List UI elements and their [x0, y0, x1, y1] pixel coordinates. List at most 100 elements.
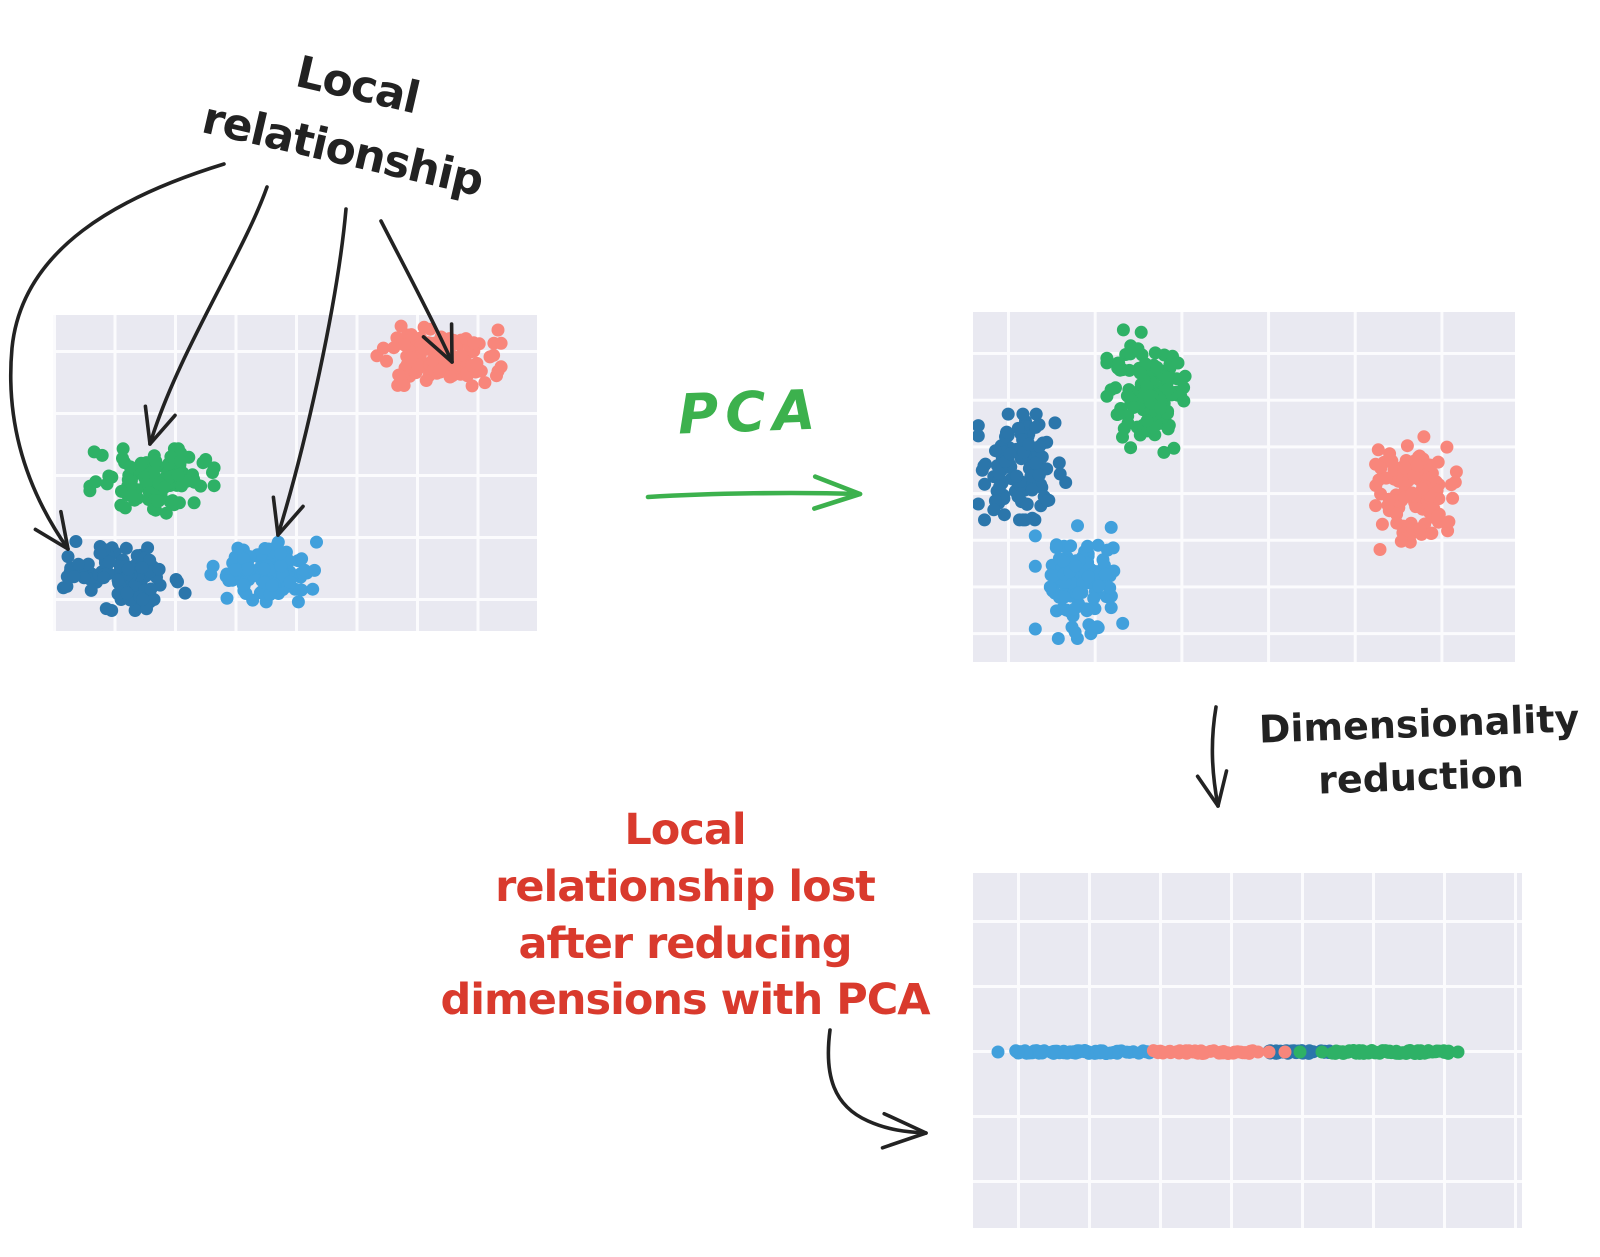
- data-point: [119, 541, 133, 555]
- data-point: [1182, 1044, 1196, 1058]
- data-point: [423, 322, 437, 336]
- data-point: [1035, 1046, 1049, 1060]
- data-point: [993, 480, 1006, 494]
- data-point: [427, 339, 441, 353]
- data-point: [1157, 445, 1171, 459]
- data-point: [380, 354, 393, 368]
- data-point: [89, 475, 103, 489]
- lost-note-curved-arrow-icon: [826, 1028, 928, 1135]
- data-point: [1104, 601, 1118, 615]
- data-point: [291, 595, 305, 609]
- lost-note-line3: after reducing: [518, 918, 852, 969]
- data-point: [978, 513, 991, 527]
- local-relationship-lost-note: Local relationship lost after reducing d…: [425, 802, 945, 1029]
- data-point: [105, 470, 119, 484]
- data-point: [125, 488, 139, 502]
- data-point: [81, 557, 95, 571]
- data-point: [432, 363, 446, 377]
- data-point: [1120, 389, 1134, 403]
- data-point: [1057, 555, 1070, 569]
- data-point: [1143, 389, 1157, 403]
- data-point: [1278, 1045, 1292, 1059]
- data-point: [404, 351, 418, 365]
- data-point: [1043, 580, 1057, 594]
- data-point: [283, 575, 297, 589]
- data-point: [67, 570, 81, 584]
- scatter-points-1d: [991, 1044, 1465, 1060]
- data-point: [1029, 456, 1043, 470]
- data-point: [229, 563, 243, 577]
- data-point: [1046, 1046, 1059, 1060]
- data-point: [398, 338, 412, 352]
- data-point: [69, 535, 83, 548]
- data-point: [1369, 499, 1383, 513]
- data-point: [1092, 579, 1106, 593]
- data-point: [207, 479, 221, 493]
- data-point: [1120, 1045, 1134, 1059]
- data-point: [1410, 458, 1424, 472]
- data-point: [271, 535, 285, 549]
- data-point: [1407, 1046, 1421, 1059]
- data-point: [1124, 441, 1138, 455]
- data-point: [274, 559, 288, 573]
- data-point: [1365, 1044, 1379, 1057]
- data-point: [1028, 529, 1042, 543]
- lost-note-curved-arrow-icon-head: [880, 1111, 928, 1150]
- data-point: [1011, 421, 1025, 435]
- data-point: [1154, 401, 1167, 415]
- data-point: [60, 579, 74, 593]
- data-point: [1431, 455, 1445, 469]
- data-point: [1262, 1045, 1276, 1059]
- data-point: [87, 445, 101, 459]
- data-point: [237, 552, 251, 566]
- data-point: [171, 468, 185, 482]
- data-point: [1033, 439, 1047, 453]
- data-point: [1429, 1045, 1443, 1058]
- data-point: [246, 593, 260, 607]
- data-point: [1028, 559, 1042, 573]
- data-point: [1442, 515, 1456, 529]
- data-point: [171, 575, 184, 589]
- data-point: [77, 571, 91, 585]
- data-point: [1293, 1045, 1307, 1059]
- data-point: [174, 454, 187, 468]
- data-point: [1446, 491, 1460, 505]
- data-point: [1328, 1046, 1342, 1060]
- data-point: [1081, 539, 1094, 553]
- data-point: [1371, 443, 1385, 457]
- data-point: [1011, 1046, 1025, 1060]
- data-point: [1444, 478, 1458, 492]
- data-point: [973, 419, 985, 433]
- data-point: [991, 1045, 1005, 1059]
- data-point: [1375, 517, 1389, 531]
- data-point: [1016, 407, 1030, 421]
- data-point: [1431, 509, 1445, 523]
- data-point: [455, 348, 468, 362]
- data-point: [1029, 420, 1043, 434]
- data-point: [220, 591, 234, 605]
- data-point: [1063, 1045, 1077, 1059]
- data-point: [295, 552, 309, 566]
- data-point: [1341, 1045, 1355, 1059]
- data-point: [1134, 325, 1148, 339]
- data-point: [1057, 590, 1071, 604]
- data-point: [1020, 497, 1034, 511]
- data-point: [1051, 632, 1065, 645]
- data-point: [151, 494, 165, 508]
- data-point: [1409, 500, 1423, 514]
- data-point: [1080, 604, 1094, 618]
- data-point: [123, 460, 137, 474]
- data-point: [265, 578, 279, 592]
- data-point: [1025, 483, 1039, 497]
- data-point: [992, 466, 1006, 480]
- data-point: [295, 583, 308, 597]
- data-point: [1195, 1047, 1209, 1060]
- data-point: [989, 444, 1002, 458]
- data-point: [1177, 394, 1191, 408]
- data-point: [1040, 494, 1054, 508]
- data-point: [1382, 492, 1396, 506]
- data-point: [187, 496, 201, 510]
- data-point: [392, 368, 406, 382]
- lost-note-line1: Local: [624, 805, 746, 855]
- data-point: [1064, 539, 1078, 553]
